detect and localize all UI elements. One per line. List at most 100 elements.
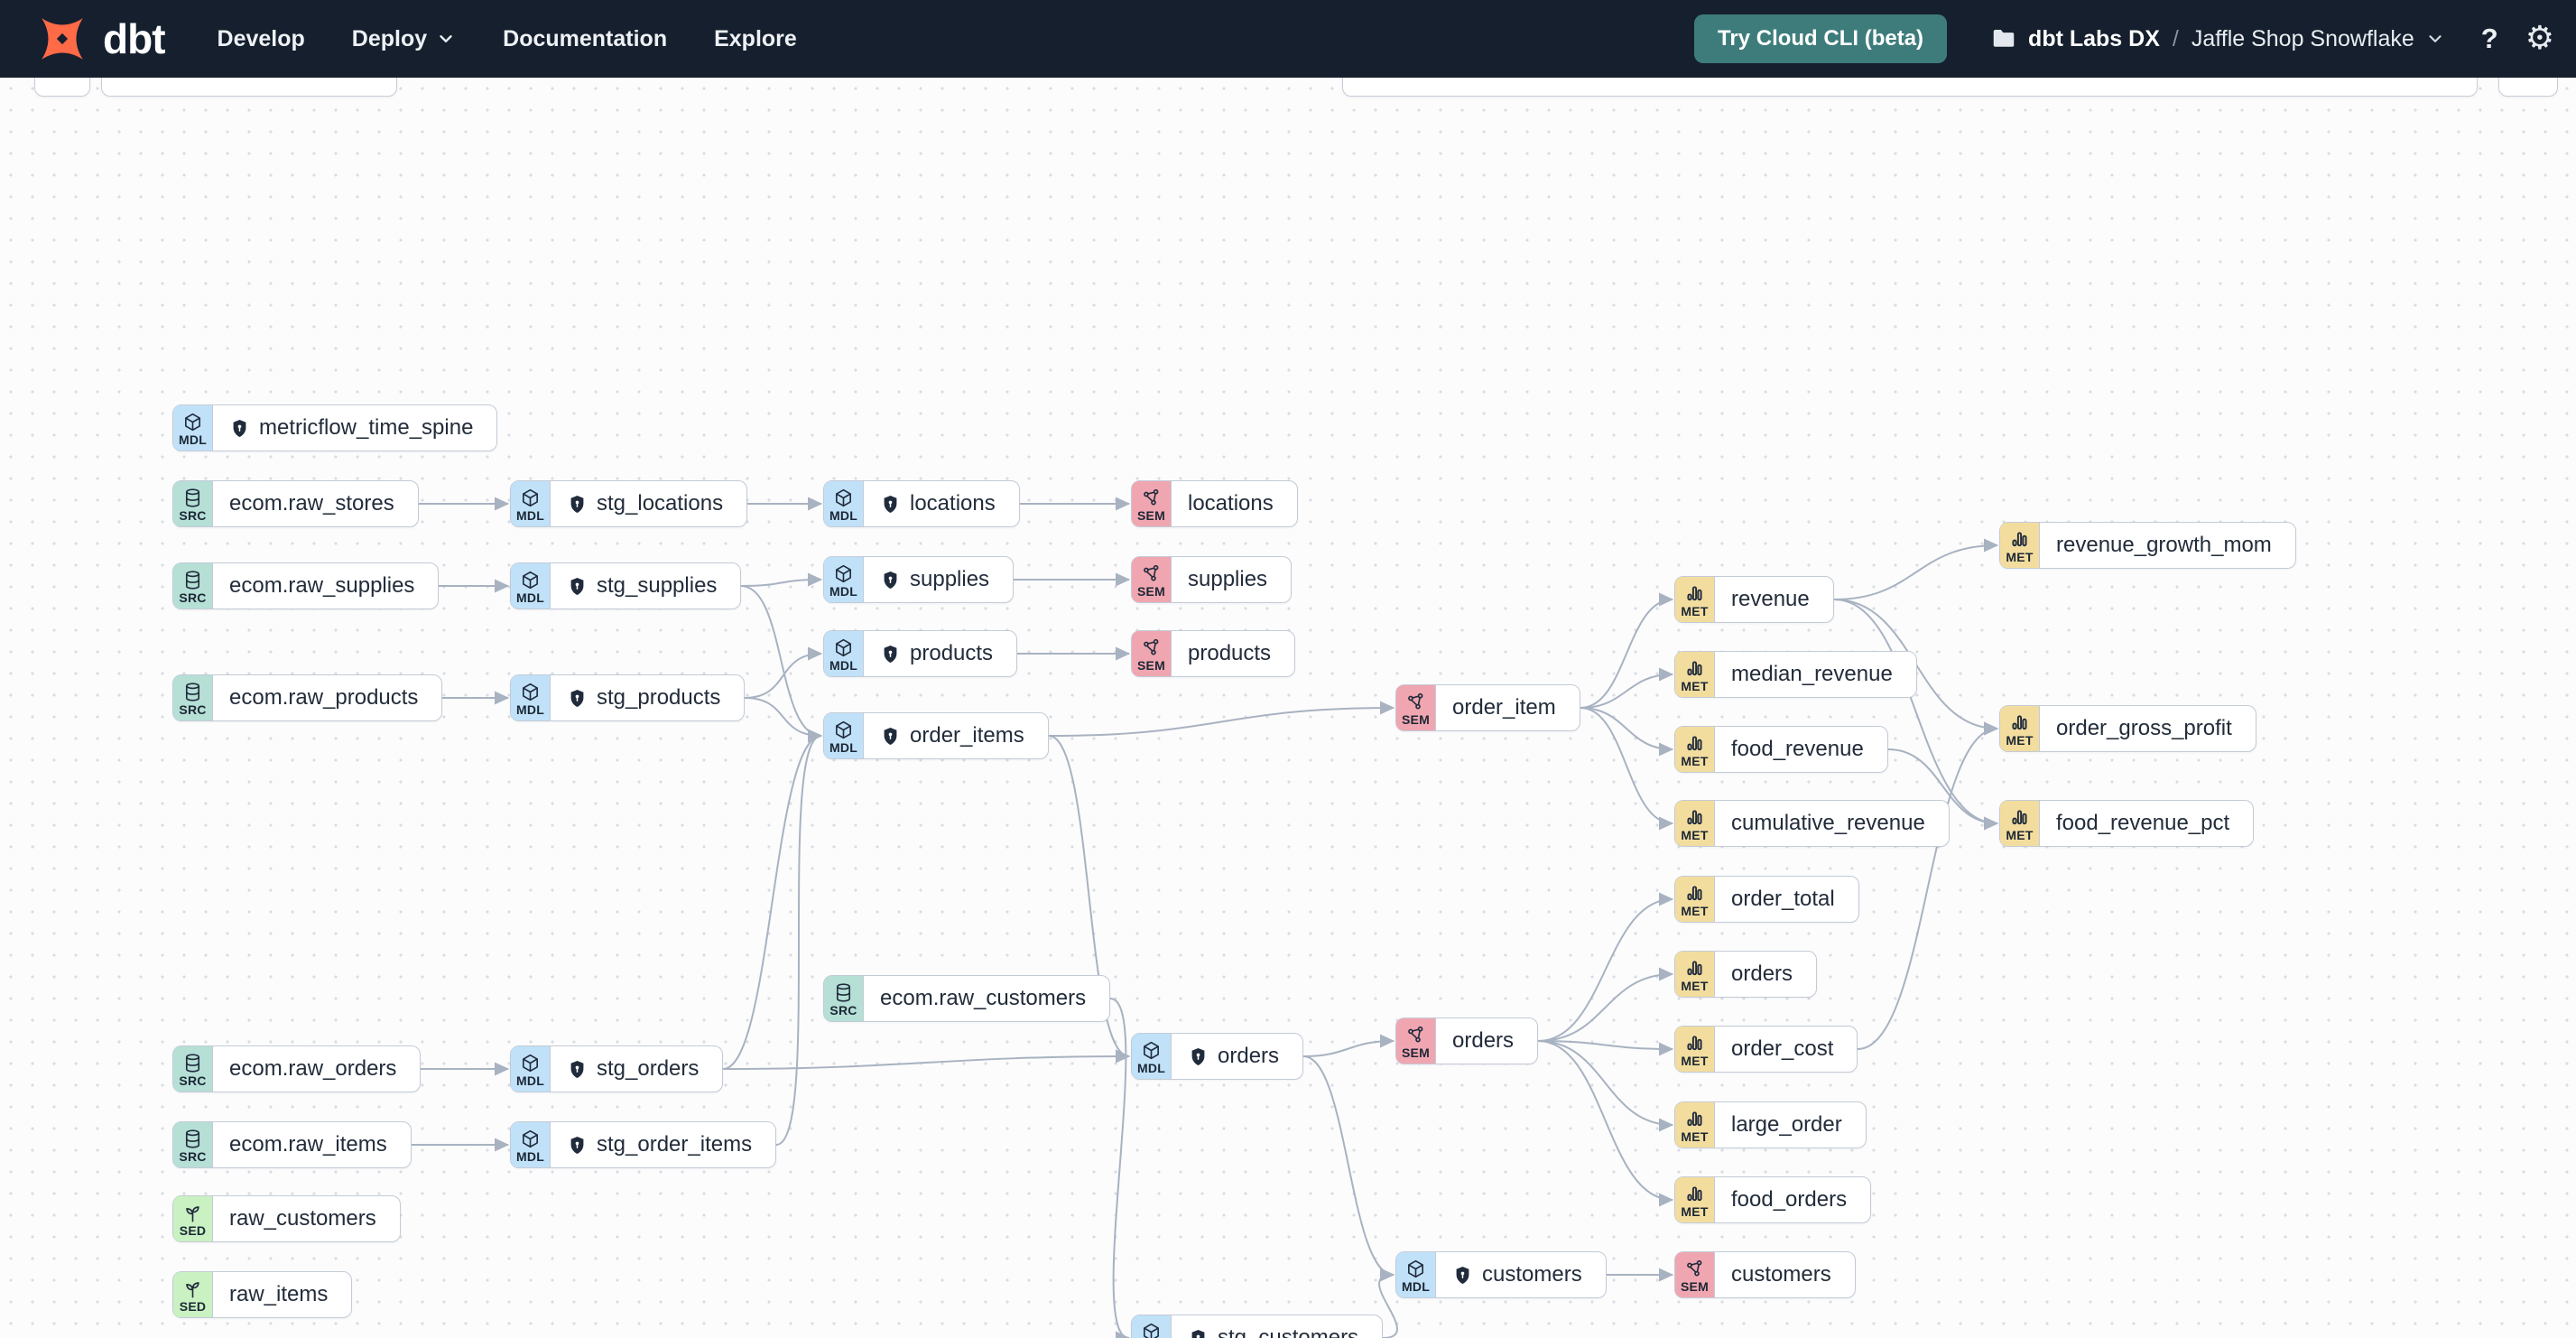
cube-icon: MDL xyxy=(173,405,213,451)
graph-node-raw_items[interactable]: SED raw_items xyxy=(172,1271,353,1318)
top-navbar: dbt Develop Deploy Documentation Explore Tr… xyxy=(0,0,2576,78)
node-type-tag: SED xyxy=(179,1222,207,1238)
node-type-tag: MDL xyxy=(516,1073,544,1088)
node-label: food_revenue_pct xyxy=(2056,811,2230,835)
node-type-tag: MDL xyxy=(516,507,544,523)
bar-chart-icon: MET xyxy=(1675,801,1715,846)
graph-node-order_gross_profit[interactable]: MET order_gross_profit xyxy=(1999,705,2256,752)
node-label: supplies xyxy=(910,567,990,591)
chevron-down-icon xyxy=(440,35,452,42)
node-body: stg_orders xyxy=(551,1046,722,1092)
nav-item-develop[interactable]: Develop xyxy=(218,26,305,52)
node-body: order_cost xyxy=(1715,1027,1857,1072)
edge-ecom_raw_customers-to-stg_customers xyxy=(1109,998,1131,1338)
nav-item-explore[interactable]: Explore xyxy=(714,26,797,52)
dbt-logo[interactable]: dbt xyxy=(32,9,166,69)
node-label: order_item xyxy=(1452,695,1556,720)
node-type-tag: MET xyxy=(1681,1053,1709,1068)
database-icon: SRC xyxy=(173,481,213,526)
node-body: products xyxy=(864,631,1016,676)
project-switcher[interactable]: dbt Labs DX / Jaffle Shop Snowflake xyxy=(1990,25,2445,52)
gear-icon[interactable]: ⚙ xyxy=(2525,20,2554,57)
edge-order_items_mdl-to-order_item_sem xyxy=(1048,701,1395,737)
shield-icon xyxy=(567,688,588,709)
cube-icon: MDL xyxy=(511,563,551,609)
node-label: order_cost xyxy=(1731,1036,1834,1061)
network-icon: SEM xyxy=(1132,631,1172,676)
node-label: raw_items xyxy=(229,1282,329,1306)
edge-stg_orders-to-orders_mdl xyxy=(722,1049,1131,1070)
node-label: cumulative_revenue xyxy=(1731,811,1925,835)
node-body: ecom.raw_orders xyxy=(213,1046,420,1092)
node-type-tag: MDL xyxy=(1402,1278,1430,1294)
node-body: orders xyxy=(1172,1034,1302,1079)
graph-node-orders_met[interactable]: MET orders xyxy=(1674,951,1818,998)
cube-icon: MDL xyxy=(824,481,864,526)
node-label: orders xyxy=(1731,962,1793,986)
nav-item-documentation[interactable]: Documentation xyxy=(503,26,667,52)
edge-stg_orders-to-order_items_mdl xyxy=(722,729,823,1070)
node-body: food_orders xyxy=(1715,1177,1870,1222)
graph-node-food_orders[interactable]: MET food_orders xyxy=(1674,1176,1872,1223)
bar-chart-icon: MET xyxy=(1675,1102,1715,1148)
graph-node-stg_supplies[interactable]: MDL stg_supplies xyxy=(510,562,742,609)
node-body: orders xyxy=(1436,1018,1537,1064)
node-label: order_gross_profit xyxy=(2056,716,2232,740)
try-cloud-cli-button[interactable]: Try Cloud CLI (beta) xyxy=(1694,14,1948,63)
graph-node-orders_mdl[interactable]: MDL orders xyxy=(1131,1033,1304,1080)
graph-node-ecom_raw_stores[interactable]: SRC ecom.raw_stores xyxy=(172,480,419,527)
node-body: median_revenue xyxy=(1715,652,1916,697)
node-type-tag: MDL xyxy=(516,590,544,605)
nav-item-label: Deploy xyxy=(351,25,428,51)
graph-node-cumulative_revenue[interactable]: MET cumulative_revenue xyxy=(1674,800,1950,847)
bar-chart-icon: MET xyxy=(1675,727,1715,772)
node-type-tag: MET xyxy=(1681,1203,1709,1219)
node-type-tag: SEM xyxy=(1402,711,1430,727)
node-type-tag: MET xyxy=(1681,978,1709,993)
help-icon[interactable]: ? xyxy=(2480,23,2498,54)
graph-node-order_cost[interactable]: MET order_cost xyxy=(1674,1026,1858,1073)
node-type-tag: MET xyxy=(1681,903,1709,918)
node-body: locations xyxy=(864,481,1019,526)
nav-item-deploy[interactable]: Deploy xyxy=(352,26,456,52)
node-type-tag: MDL xyxy=(1137,1060,1165,1075)
node-type-tag: MET xyxy=(1681,603,1709,618)
node-label: stg_supplies xyxy=(597,573,718,598)
node-label: supplies xyxy=(1188,567,1268,591)
node-label: stg_orders xyxy=(597,1056,700,1081)
seedling-icon: SED xyxy=(173,1272,213,1317)
node-type-tag: MET xyxy=(2006,732,2034,748)
node-label: ecom.raw_stores xyxy=(229,491,394,516)
graph-node-order_item_sem[interactable]: SEM order_item xyxy=(1395,684,1580,731)
graph-node-stg_orders[interactable]: MDL stg_orders xyxy=(510,1045,724,1092)
